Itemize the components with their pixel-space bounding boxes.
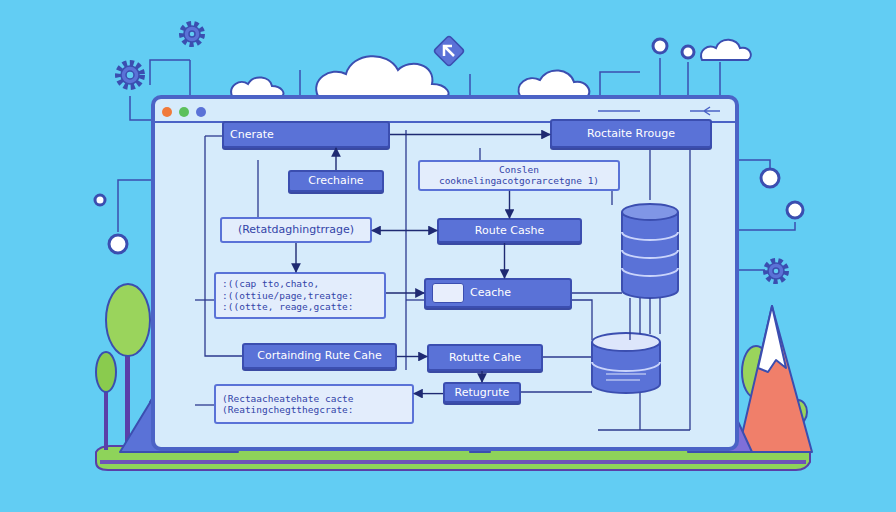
database-cylinder	[592, 204, 678, 393]
process-box: Roctaite Rrouge	[550, 119, 712, 148]
process-box: Cnerate	[222, 121, 390, 148]
code-text: :((cap tto,chato,	[222, 278, 378, 289]
ground-edge	[100, 460, 806, 464]
window-buttons	[162, 107, 206, 117]
box-label: Cnerate	[230, 128, 382, 141]
address-bar-marks	[598, 107, 720, 115]
box-label: Route Cashe	[445, 224, 574, 237]
cache-icon	[432, 283, 464, 303]
process-box: Crechaine	[288, 170, 384, 192]
process-box: Ceache	[424, 278, 572, 308]
flow-arrow	[390, 134, 550, 135]
box-label: Crechaine	[296, 174, 376, 187]
box-label: Ceache	[470, 286, 511, 299]
cloud	[231, 40, 751, 96]
box-label: Rotutte Cahe	[435, 351, 535, 364]
flow-arrow	[504, 243, 505, 278]
flow-arrow	[335, 148, 336, 170]
flow-arrow	[414, 393, 443, 394]
process-box: Cortainding Rute Cahe	[242, 343, 397, 369]
flow-arrow	[481, 371, 482, 382]
flow-arrow	[295, 243, 296, 272]
note-box: (Retatdaghingtrrage)	[220, 217, 372, 243]
flow-arrow	[386, 292, 424, 293]
db-connector	[630, 298, 660, 340]
flow-line	[195, 130, 690, 430]
code-text: Conslen cooknelingacotgorarcetgne 1)	[426, 164, 612, 187]
note-box: Conslen cooknelingacotgorarcetgne 1)	[418, 160, 620, 191]
process-box: Retugrute	[443, 382, 521, 403]
browser-window	[153, 97, 737, 449]
box-label: Cortainding Rute Cahe	[250, 349, 389, 362]
process-box: Rotutte Cahe	[427, 344, 543, 371]
code-text: (Rectaacheatehate cacte	[222, 393, 406, 404]
note-box: (Rectaacheatehate cacte(Reatingchegttheg…	[214, 384, 414, 424]
box-label: (Retatdaghingtrrage)	[228, 223, 364, 236]
flow-arrow	[397, 356, 427, 357]
note-box: :((cap tto,chato,:((ottiue/page,treatge:…	[214, 272, 386, 319]
code-text: :((ottte, reage,gcatte:	[222, 301, 378, 312]
code-text: :((ottiue/page,treatge:	[222, 290, 378, 301]
flow-arrow	[372, 230, 437, 231]
process-box: Route Cashe	[437, 218, 582, 243]
logo-diamond	[433, 35, 464, 66]
box-label: Roctaite Rrouge	[558, 127, 704, 140]
box-label: Retugrute	[451, 386, 513, 399]
code-text: (Reatingchegtthegcrate:	[222, 404, 406, 415]
flow-arrow	[509, 191, 510, 218]
